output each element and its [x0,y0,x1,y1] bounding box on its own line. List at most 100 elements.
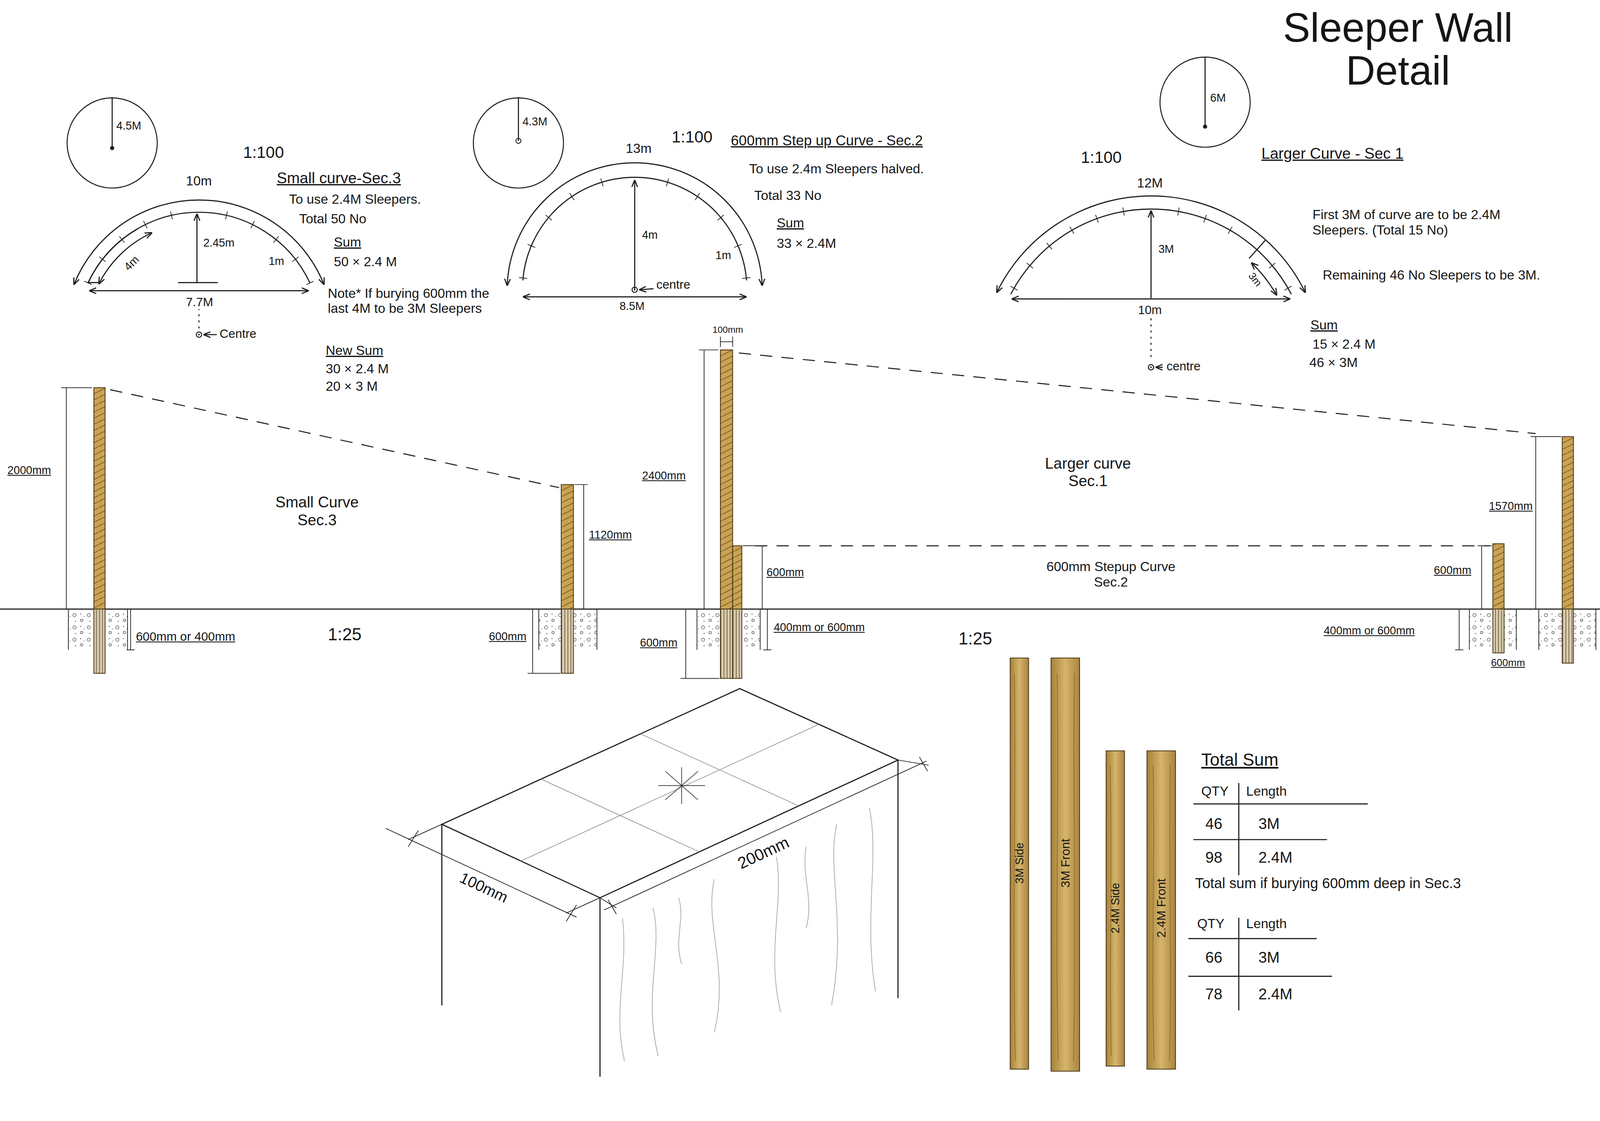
table-cell: 2.4M [1257,985,1294,1004]
dimension-label: 600mm or 400mm [134,629,237,644]
dimension-label: 1m [714,249,733,263]
wall-elevation [696,609,698,650]
step-up-curve-plan [523,296,746,298]
radius-circle: 4.3M [472,97,565,189]
quantity-text: 50 × 2.4 M [332,254,398,270]
wall-elevation [596,609,598,650]
wall-elevation [110,390,560,488]
radius-circle: 6M [1159,56,1251,148]
small-curve-plan [204,334,217,336]
small-curve-plan [99,232,152,284]
sleeper-label: 3M Side [1012,842,1026,884]
drawing-title: Sleeper Wall Detail [1234,6,1562,93]
small-curve-plan [84,211,314,285]
wall-elevation [68,609,1596,650]
larger-curve-plan [1046,242,1053,250]
step-up-curve-plan [527,244,535,248]
wall-elevation [1492,609,1505,653]
wall-elevation [720,341,733,343]
wall-elevation [1515,609,1517,650]
table-title: Total sum if burying 600mm deep in Sec.3 [1193,875,1463,892]
sleeper-samples [1106,750,1125,1067]
wall-elevation [0,608,1600,610]
wall-elevation [532,609,534,674]
centre-point [110,146,114,150]
sleeper-isometric [608,900,617,915]
wall-elevation [720,609,733,679]
quantity-text: 20 × 3 M [324,378,380,395]
larger-curve-plan [1227,226,1233,234]
table-lines [1188,975,1332,978]
note-text: To use 2.4m Sleepers halved. [747,161,925,177]
small-curve-plan [196,332,202,338]
sleeper-isometric [620,808,876,1062]
sleeper-samples [1014,673,1171,1062]
table-cell: 3M [1257,949,1281,967]
larger-curve-plan [1026,262,1033,269]
note-heading: Sum [1309,317,1339,333]
sleeper-isometric [385,688,929,1077]
scale-label: 1:100 [1079,147,1123,167]
step-up-curve-plan [507,162,763,298]
table-cell: 66 [1204,949,1224,967]
step-up-curve-plan [545,215,552,221]
radius-line [1204,57,1206,127]
note-heading: Sum [775,215,805,231]
wall-elevation [561,609,574,674]
wall-elevation [720,350,733,610]
note-text: To use 2.4M Sleepers. [287,191,423,208]
wall-elevation [126,649,135,651]
sleeper-isometric [665,771,698,800]
dimension-label: 4m [640,228,659,242]
wall-elevation [1469,609,1470,650]
step-up-curve-plan [640,288,654,290]
wall-elevation [767,609,768,650]
wall-elevation [561,484,574,610]
sleeper-isometric [599,897,601,1077]
sleeper-isometric [441,688,898,898]
larger-curve-plan [1150,366,1152,369]
small-curve-plan [198,333,200,336]
larger-curve-plan [1269,262,1276,269]
circle-outline [1159,56,1251,148]
centre-label: Centre [218,326,258,341]
small-curve-plan [292,256,299,262]
small-curve-plan [143,220,148,229]
wall-elevation [732,609,742,679]
wall-elevation [762,545,763,610]
section-label: Larger curve Sec.1 [1030,455,1145,490]
sleeper-isometric [385,828,577,918]
larger-curve-plan [1284,286,1292,291]
note-text: Remaining 46 No Sleepers to be 3M. [1321,267,1544,283]
small-curve-plan [198,308,200,330]
table-cell: 46 [1204,815,1224,833]
dimension-label: 4m [120,252,143,275]
note-text: Total 33 No [752,187,823,204]
wall-elevation [699,349,719,351]
scale-label: 1:25 [957,628,994,649]
step-up-curve-plan [717,215,724,221]
wall-elevation [1562,436,1574,610]
larger-curve-plan [1156,366,1163,368]
quantity-text: 33 × 2.4M [775,235,838,252]
dimension-label: 600mm [487,630,528,644]
dimension-label: 2.45m [202,236,236,250]
wall-elevation [680,678,720,680]
wall-elevation [703,350,705,610]
wall-elevation [1458,609,1460,650]
sleeper-isometric [919,757,928,772]
dimension-label: 600mm [765,566,806,580]
wall-elevation [1477,545,1492,547]
small-curve-plan [74,200,325,338]
scale-label: 1:100 [241,142,285,162]
sleeper-isometric [408,830,419,847]
table-cell: 2.4M [1257,849,1294,867]
larger-curve-plan [1249,240,1265,259]
sleeper-isometric [665,771,698,800]
small-curve-plan [196,214,198,283]
sleeper-isometric [897,760,899,998]
dimension-label: 600mm [638,636,679,650]
section-label: Small Curve Sec.3 [262,493,372,529]
sleeper-samples [1010,658,1029,1070]
small-curve-plan [273,236,279,243]
